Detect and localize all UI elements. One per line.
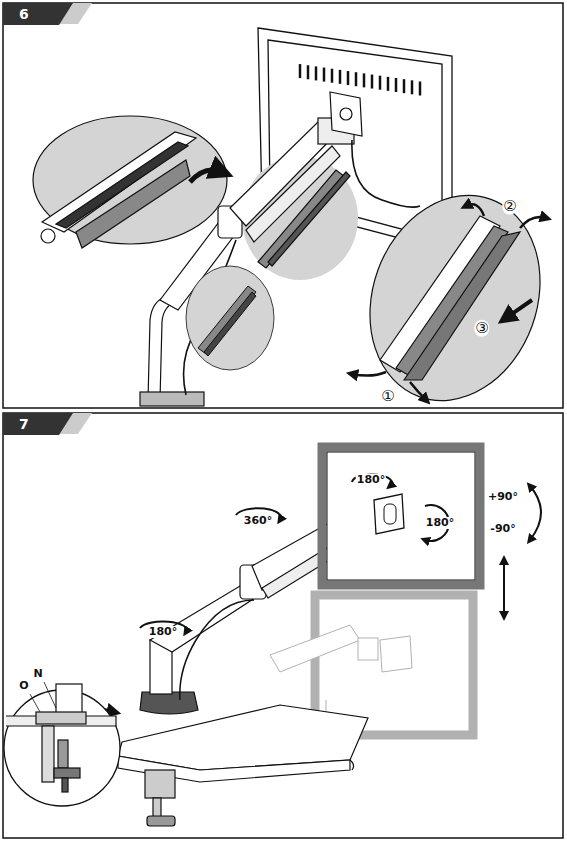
callout-number: ②: [502, 198, 517, 215]
tilt-angle: +90°: [487, 491, 519, 503]
cable-cover: [198, 286, 256, 356]
part-letter: O: [18, 680, 29, 692]
cable-cover: [258, 170, 350, 268]
zoom-detail: [33, 116, 227, 244]
step-tab: 6: [3, 3, 73, 25]
tab-shape: [3, 413, 73, 435]
tab-shade: [3, 413, 92, 434]
step-tab: 7: [3, 413, 73, 435]
cable-cover: [380, 216, 520, 380]
part-letter: N: [32, 668, 43, 680]
insert-arrow: [190, 170, 222, 182]
rotation-arrow: [140, 475, 541, 632]
step-number: 7: [19, 417, 73, 431]
zoom-detail: [186, 266, 274, 370]
desk-clamp: [145, 770, 175, 826]
press-arrow: [506, 300, 532, 318]
monitor: [322, 447, 480, 585]
rotation-angle: 180°: [356, 474, 386, 486]
tab-shade: [3, 3, 92, 24]
step-number: 6: [19, 7, 73, 21]
open-arrow: [352, 204, 546, 400]
rotation-angle: 180°: [148, 626, 178, 638]
zoom-detail: [342, 171, 567, 424]
arm-channel: [41, 132, 196, 248]
tab-shape: [3, 3, 73, 25]
rotation-angle: 180°: [425, 517, 455, 529]
leader-line: [30, 682, 56, 712]
base-clamp-detail: [6, 684, 116, 792]
step-panel: [3, 413, 563, 838]
callout-number: ①: [380, 388, 395, 405]
tilt-angle: -90°: [489, 523, 516, 535]
rotation-angle: 360°: [243, 515, 273, 527]
callout-number: ③: [474, 320, 489, 337]
